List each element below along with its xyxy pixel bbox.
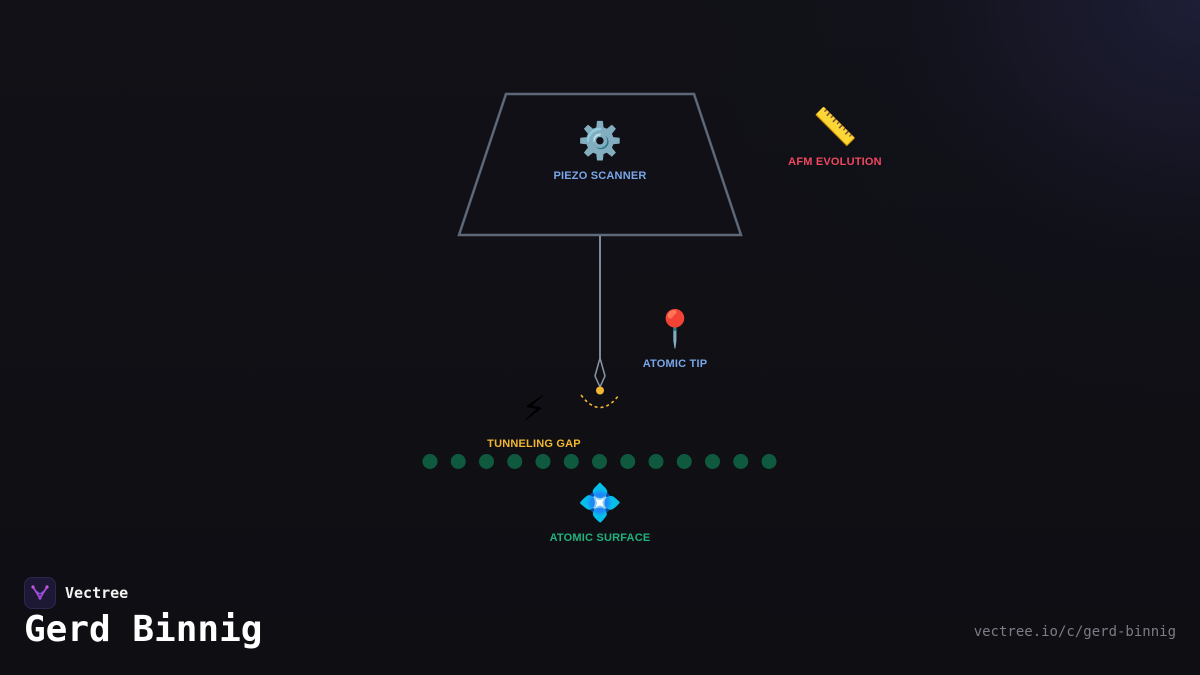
- surface-atom: [535, 454, 551, 469]
- brand: Vectree: [24, 577, 128, 609]
- node-atomic-surface: 💠 ATOMIC SURFACE: [550, 482, 651, 544]
- node-piezo-scanner: ⚙️ PIEZO SCANNER: [553, 120, 646, 182]
- atomic-tip-label: ATOMIC TIP: [643, 358, 708, 370]
- atomic-surface-label: ATOMIC SURFACE: [550, 532, 651, 544]
- pin-icon: 📍: [653, 308, 698, 350]
- source-url[interactable]: vectree.io/c/gerd-binnig: [973, 624, 1176, 640]
- gear-icon: ⚙️: [578, 120, 623, 162]
- surface-atom: [648, 454, 664, 469]
- surface-atom: [592, 454, 607, 469]
- node-afm-evolution: 📏 AFM EVOLUTION: [788, 106, 882, 168]
- brand-name: Vectree: [65, 584, 129, 602]
- node-tunneling-gap: ⚡ TUNNELING GAP: [487, 389, 581, 450]
- page-title: Gerd Binnig: [24, 609, 263, 650]
- vectree-logo-icon: [24, 577, 56, 609]
- surface-atom: [761, 454, 777, 469]
- node-atomic-tip: 📍 ATOMIC TIP: [643, 308, 708, 370]
- surface-atom: [507, 454, 523, 469]
- atom-row: [422, 454, 777, 469]
- surface-atom: [450, 454, 466, 469]
- tunneling-gap-label: TUNNELING GAP: [487, 438, 581, 450]
- lightning-icon: ⚡: [521, 389, 546, 430]
- probe-tip: [594, 355, 606, 389]
- surface-atom: [620, 454, 636, 469]
- surface-atom: [733, 454, 749, 469]
- surface-atom: [705, 454, 720, 469]
- tip-apex-atom: [596, 386, 604, 395]
- diamond-icon: 💠: [578, 482, 623, 524]
- surface-atom: [676, 454, 692, 469]
- surface-atom: [563, 454, 579, 469]
- scanner-frame: [457, 92, 743, 237]
- surface-atom: [422, 454, 438, 469]
- tunneling-arc: [580, 394, 620, 409]
- afm-evolution-label: AFM EVOLUTION: [788, 156, 882, 168]
- surface-atom: [479, 454, 494, 469]
- piezo-scanner-label: PIEZO SCANNER: [553, 170, 646, 182]
- ruler-icon: 📏: [813, 106, 858, 148]
